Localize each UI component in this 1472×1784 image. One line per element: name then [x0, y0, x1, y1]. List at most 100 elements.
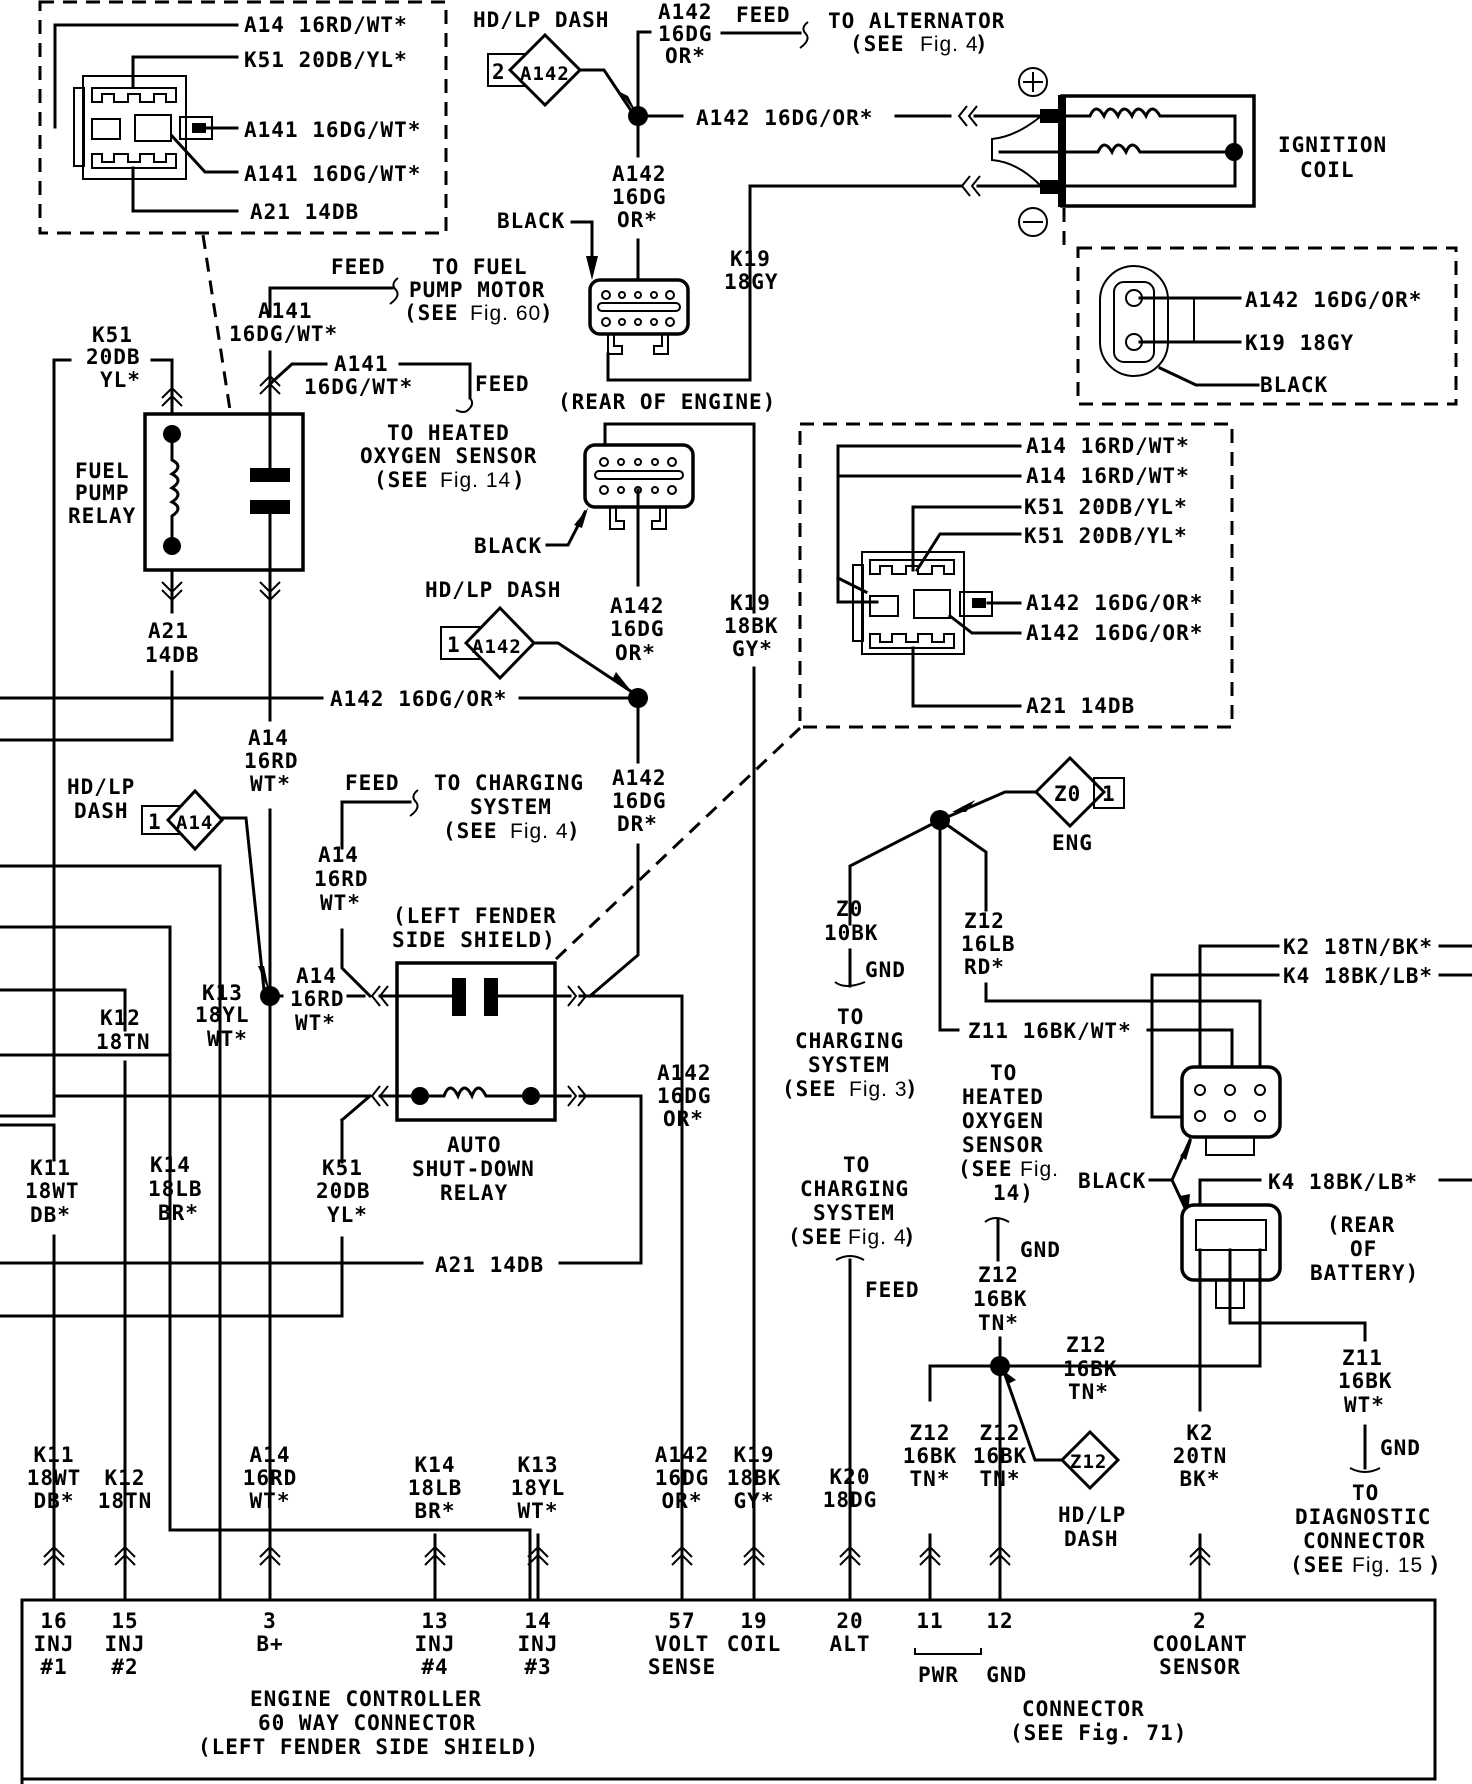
terminal-icon — [919, 1545, 941, 1566]
wire-label: WT* — [207, 1027, 248, 1051]
controller-pin-group: 16INJ#115INJ#23B+13INJ#414INJ#357VOLTSEN… — [34, 1609, 1248, 1679]
plus-icon — [1023, 72, 1043, 92]
wire-label: 16DG — [655, 1466, 710, 1490]
wire-label: A142 — [612, 162, 667, 186]
wire-label: 16DG — [612, 789, 667, 813]
wire-label: TN* — [980, 1467, 1021, 1491]
wire-label: K4 18BK/LB* — [1283, 964, 1433, 988]
inset-wire-label: A14 16RD/WT* — [244, 13, 408, 37]
destination-label: PUMP MOTOR — [409, 278, 545, 302]
wire-label: K20 — [830, 1465, 871, 1489]
inset-wire-label: A21 14DB — [250, 200, 359, 224]
pin-label: 15 — [111, 1609, 138, 1633]
wire-label: Z0 — [836, 897, 863, 921]
wire-label: K19 — [730, 591, 771, 615]
wire-label: 16BK — [973, 1444, 1028, 1468]
see-label: (SEE — [1290, 1553, 1345, 1577]
wire-label: A142 — [657, 1061, 712, 1085]
wire-label: WT* — [1344, 1393, 1385, 1417]
location-label: BATTERY) — [1310, 1261, 1419, 1285]
wire-label: A21 14DB — [435, 1253, 544, 1277]
engine-harness-connector-2-icon — [583, 443, 695, 530]
wire-label: 16DG — [610, 617, 665, 641]
wire-label: OR* — [662, 1489, 703, 1513]
fig-reference: Fig. 4 — [920, 33, 979, 56]
terminal-icon — [671, 1545, 693, 1566]
inset-wire-label: A142 16DG/OR* — [1245, 288, 1422, 312]
battery-sensor-connector-icon — [1180, 1065, 1282, 1156]
wire-label: 18WT — [27, 1466, 82, 1490]
fuel-pump-relay — [143, 408, 305, 582]
pin-label: VOLT — [655, 1632, 710, 1656]
pin-label: ALT — [830, 1632, 871, 1656]
wire-label: 16RD — [243, 1466, 298, 1490]
wire-label: K4 18BK/LB* — [1268, 1170, 1418, 1194]
wire-label: 18LB — [408, 1476, 463, 1500]
destination-label: TO — [843, 1153, 870, 1177]
wire-label: 16BK — [973, 1287, 1028, 1311]
pin-label: INJ — [415, 1632, 456, 1656]
hd-lp-dash-label: HD/LP DASH — [473, 8, 609, 32]
hd-lp-dash-label: DASH — [74, 799, 129, 823]
ground-splice-icon: Z0 1 — [1033, 755, 1125, 829]
wire-label: 16DG — [657, 1084, 712, 1108]
wire-label: K14 — [150, 1153, 191, 1177]
gnd-label: GND — [1020, 1238, 1061, 1262]
location-label: (REAR — [1327, 1213, 1395, 1237]
gnd-label: GND — [1380, 1436, 1421, 1460]
destination-label: SYSTEM — [813, 1201, 895, 1225]
inset-wire-label: A141 16DG/WT* — [244, 118, 421, 142]
pin-label: COOLANT — [1152, 1632, 1248, 1656]
wire-label: OR* — [663, 1107, 704, 1131]
pin-label: #3 — [524, 1655, 551, 1679]
fig-reference: Fig. 3 — [849, 1078, 908, 1101]
see-label: (SEE — [788, 1225, 843, 1249]
wire-label: A142 — [658, 0, 713, 24]
wire-label: 18GY — [724, 270, 779, 294]
wire-label: Z12 — [978, 1263, 1019, 1287]
wire-label: TN* — [1068, 1380, 1109, 1404]
wire-label: A21 — [148, 619, 189, 643]
wire-label: 18TN — [96, 1030, 151, 1054]
component-label: COIL — [1300, 158, 1355, 182]
terminal-icon — [1189, 1545, 1211, 1566]
wire-label: K14 — [415, 1453, 456, 1477]
splice-circuit: A142 — [472, 636, 522, 658]
splice-pin: 1 — [148, 810, 162, 834]
hd-lp-dash-label: DASH — [1064, 1527, 1119, 1551]
destination-label: CHARGING — [800, 1177, 909, 1201]
wire-label: A142 — [655, 1443, 710, 1467]
see-label: ) — [1428, 1553, 1442, 1577]
destination-label: OXYGEN — [962, 1109, 1044, 1133]
wire-label: 16DG — [658, 22, 713, 46]
fig-reference: Fig. 14 — [440, 469, 511, 492]
wire-label: RD* — [964, 955, 1005, 979]
wire-label: A142 16DG/OR* — [696, 106, 873, 130]
wire-label: 18YL — [511, 1476, 566, 1500]
wire-label: 14DB — [145, 643, 200, 667]
component-label: AUTO — [447, 1133, 502, 1157]
controller-pin: 3B+ — [256, 1609, 282, 1656]
wire-label: OR* — [615, 641, 656, 665]
component-label: IGNITION — [1278, 133, 1387, 157]
component-label: RELAY — [68, 504, 136, 528]
terminal-icon — [114, 1545, 136, 1566]
wire-label: DB* — [34, 1489, 75, 1513]
wire-label: BK* — [1180, 1467, 1221, 1491]
destination-label: DIAGNOSTIC — [1295, 1505, 1431, 1529]
see-label: (SEE — [958, 1157, 1013, 1181]
location-label: (LEFT FENDER — [393, 904, 557, 928]
wire-label: A14 — [296, 964, 337, 988]
color-label: BLACK — [1078, 1169, 1146, 1193]
splice-connector-icon: Z12 — [1059, 1429, 1121, 1491]
see-label: (SEE — [404, 301, 459, 325]
wire-label: K13 — [518, 1453, 559, 1477]
location-label: (REAR OF ENGINE) — [558, 390, 776, 414]
